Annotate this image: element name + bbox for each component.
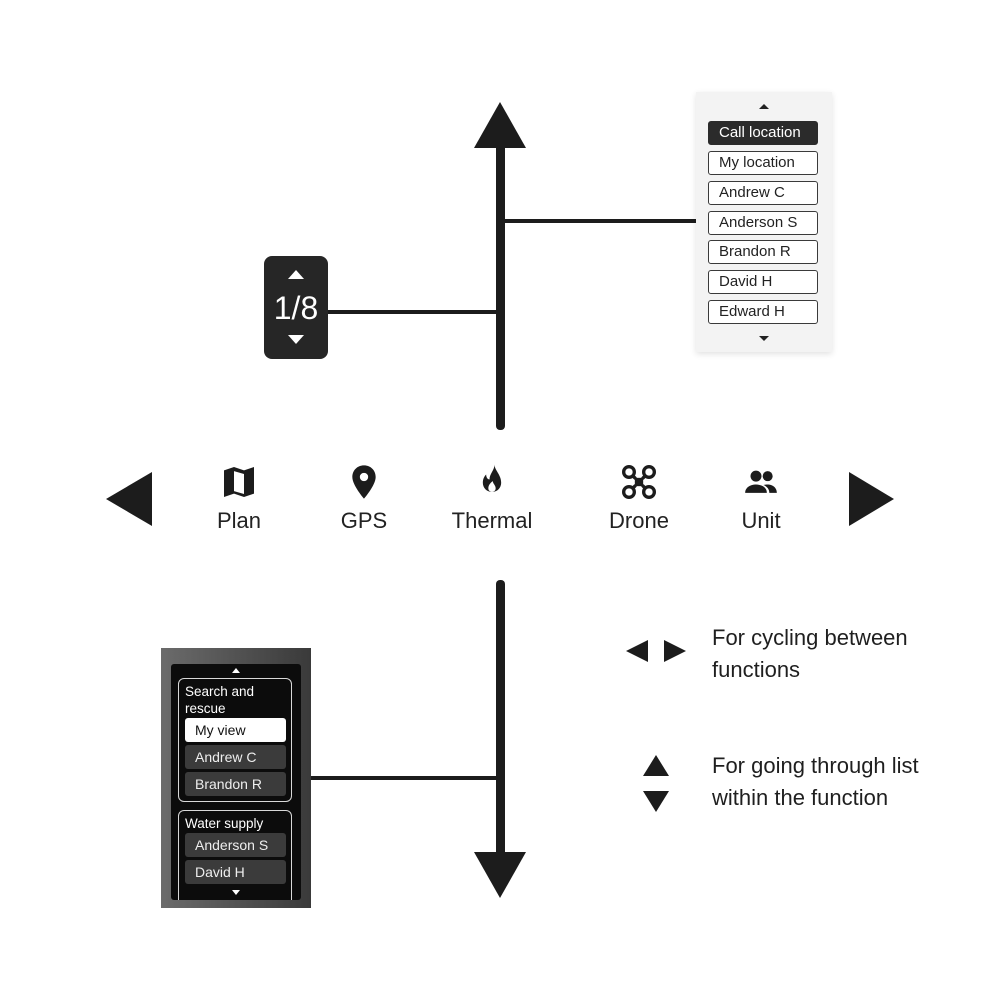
function-unit[interactable]: Unit [706,462,816,534]
list-item-david-h[interactable]: David H [708,270,818,294]
function-label: Thermal [451,508,533,533]
list-item-anderson-s[interactable]: Anderson S [708,211,818,235]
function-label: Unit [741,508,781,533]
list-scroll-up-icon[interactable] [759,104,769,110]
function-label: GPS [340,508,388,533]
list-item-brandon-r[interactable]: Brandon R [708,240,818,264]
legend-right-arrow-icon [664,640,686,662]
upper-axis-line [496,140,505,430]
down-arrow-icon [474,852,526,898]
function-drone[interactable]: Drone [584,462,694,534]
lower-axis-line [496,580,505,870]
list-connector-line [500,219,700,223]
team-member-david-h[interactable]: David H [185,860,286,884]
legend-cycle-text: For cycling between functions [712,625,908,682]
team-scroll-down-icon[interactable] [232,890,240,895]
map-icon [224,467,254,497]
team-member-anderson-s[interactable]: Anderson S [185,833,286,857]
team-panel: Search and rescue My view Andrew C Brand… [161,648,311,908]
up-arrow-icon [474,102,526,148]
legend-left-arrow-icon [626,640,648,662]
group-title: Search and rescue [185,684,255,716]
people-icon [745,470,777,493]
counter-connector-line [326,310,500,314]
counter-value: 1/8 [273,290,319,326]
team-member-my-view[interactable]: My view [185,718,286,742]
list-item-call-location[interactable]: Call location [708,121,818,145]
legend-down-arrow-icon [643,791,669,812]
drone-icon [621,464,657,500]
team-scroll-up-icon[interactable] [232,668,240,673]
counter-down-icon[interactable] [288,335,304,345]
legend-list-text: For going through list within the functi… [712,753,919,810]
team-member-andrew-c[interactable]: Andrew C [185,745,286,769]
team-connector-line [308,776,500,780]
team-member-brandon-r[interactable]: Brandon R [185,772,286,796]
flame-icon [482,464,502,492]
function-thermal[interactable]: Thermal [437,462,547,534]
list-item-andrew-c[interactable]: Andrew C [708,181,818,205]
list-item-edward-h[interactable]: Edward H [708,300,818,324]
list-item-my-location[interactable]: My location [708,151,818,175]
counter-up-icon[interactable] [288,270,304,280]
function-gps[interactable]: GPS [309,462,419,534]
next-function-arrow-icon[interactable] [847,472,895,526]
group-title: Water supply [185,816,264,831]
location-pin-icon [352,465,376,499]
list-counter[interactable]: 1/8 [264,256,328,359]
group-search-and-rescue: Search and rescue My view Andrew C Brand… [178,678,292,802]
list-scroll-down-icon[interactable] [759,336,769,342]
group-water-supply: Water supply Anderson S David H [178,810,292,900]
prev-function-arrow-icon[interactable] [106,472,154,526]
function-label: Drone [609,508,669,533]
function-plan[interactable]: Plan [184,462,294,534]
function-label: Plan [216,508,262,533]
team-panel-screen: Search and rescue My view Andrew C Brand… [171,664,301,900]
legend-up-arrow-icon [643,755,669,776]
user-list-panel: Call location My location Andrew C Ander… [696,92,832,352]
